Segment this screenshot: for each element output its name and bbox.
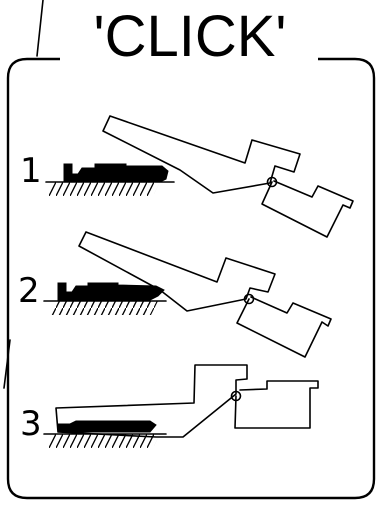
step-1: 1 xyxy=(20,115,354,238)
latch-part xyxy=(57,282,165,302)
step-number: 1 xyxy=(20,151,42,191)
latch-part xyxy=(57,420,157,433)
latch-part xyxy=(63,163,169,183)
hatched-base xyxy=(47,301,158,315)
lever-arm xyxy=(102,115,301,194)
lever-arm xyxy=(55,364,248,438)
leader-line-top xyxy=(36,0,44,57)
connector-block xyxy=(236,296,332,358)
frame-border xyxy=(6,57,376,500)
step-3: 3 xyxy=(20,364,319,448)
step-2: 2 xyxy=(18,231,332,358)
step-number: 2 xyxy=(18,271,40,311)
connector-block xyxy=(261,180,354,238)
hatched-base xyxy=(47,434,160,448)
lever-arm xyxy=(78,231,276,312)
diagram-title: 'CLICK' xyxy=(94,4,287,69)
step-number: 3 xyxy=(20,404,42,444)
connector-block xyxy=(234,380,319,429)
hinge-pivot xyxy=(243,293,255,305)
hatched-base xyxy=(47,182,160,196)
